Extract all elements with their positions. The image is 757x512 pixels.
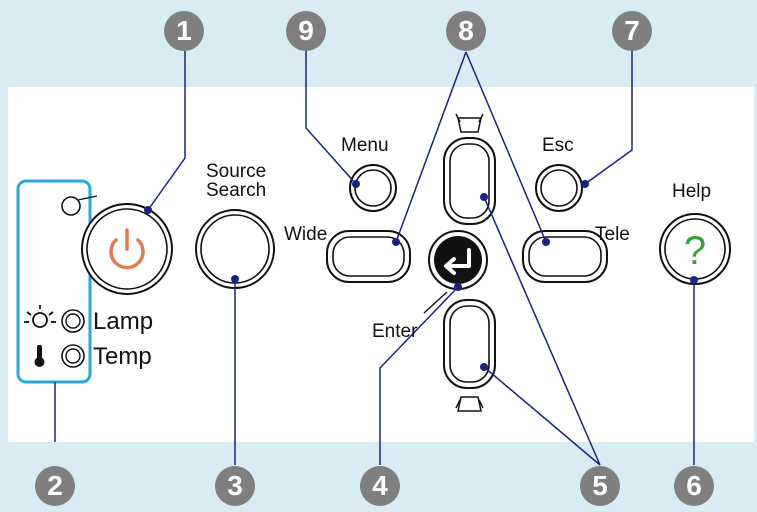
lamp-indicator-light — [61, 309, 85, 333]
callout-7: 7 — [612, 11, 652, 51]
source-search-label-line1: Source — [206, 161, 267, 182]
wide-label: Wide — [284, 224, 328, 245]
menu-label: Menu — [341, 135, 389, 156]
lamp-icon — [24, 305, 56, 328]
callout-2: 2 — [35, 466, 75, 506]
callout-8: 8 — [446, 11, 486, 51]
leader-dots — [144, 180, 698, 371]
indicator-frame — [16, 179, 92, 384]
callout-5: 5 — [580, 466, 620, 506]
power-button[interactable] — [81, 203, 173, 295]
menu-button[interactable] — [349, 164, 397, 212]
callout-1: 1 — [164, 11, 204, 51]
wide-button[interactable] — [326, 230, 411, 283]
keystone-down-button[interactable] — [443, 299, 496, 389]
enter-button[interactable] — [428, 230, 488, 290]
thermometer-icon — [34, 345, 45, 367]
keystone-up-icon — [455, 113, 484, 133]
power-icon — [109, 228, 145, 270]
temp-label: Temp — [93, 343, 152, 370]
callout-4: 4 — [360, 466, 400, 506]
lamp-label: Lamp — [93, 308, 154, 335]
help-label: Help — [672, 181, 712, 202]
keystone-down-icon — [455, 396, 484, 412]
keystone-up-button[interactable] — [443, 137, 496, 225]
enter-arrow-icon — [444, 248, 471, 275]
temp-indicator-light — [61, 344, 85, 368]
esc-button[interactable] — [535, 164, 583, 212]
callout-3: 3 — [215, 466, 255, 506]
help-question-icon: ? — [684, 229, 706, 273]
callout-9: 9 — [286, 11, 326, 51]
source-search-button[interactable] — [195, 209, 275, 289]
enter-label: Enter — [372, 321, 418, 342]
help-button[interactable] — [659, 213, 731, 285]
esc-label: Esc — [542, 135, 574, 156]
tele-label: Tele — [595, 224, 630, 245]
callout-6: 6 — [674, 466, 714, 506]
leader-lines — [54, 45, 695, 466]
power-indicator-light — [61, 196, 81, 216]
source-search-label-line2: Search — [206, 180, 267, 201]
